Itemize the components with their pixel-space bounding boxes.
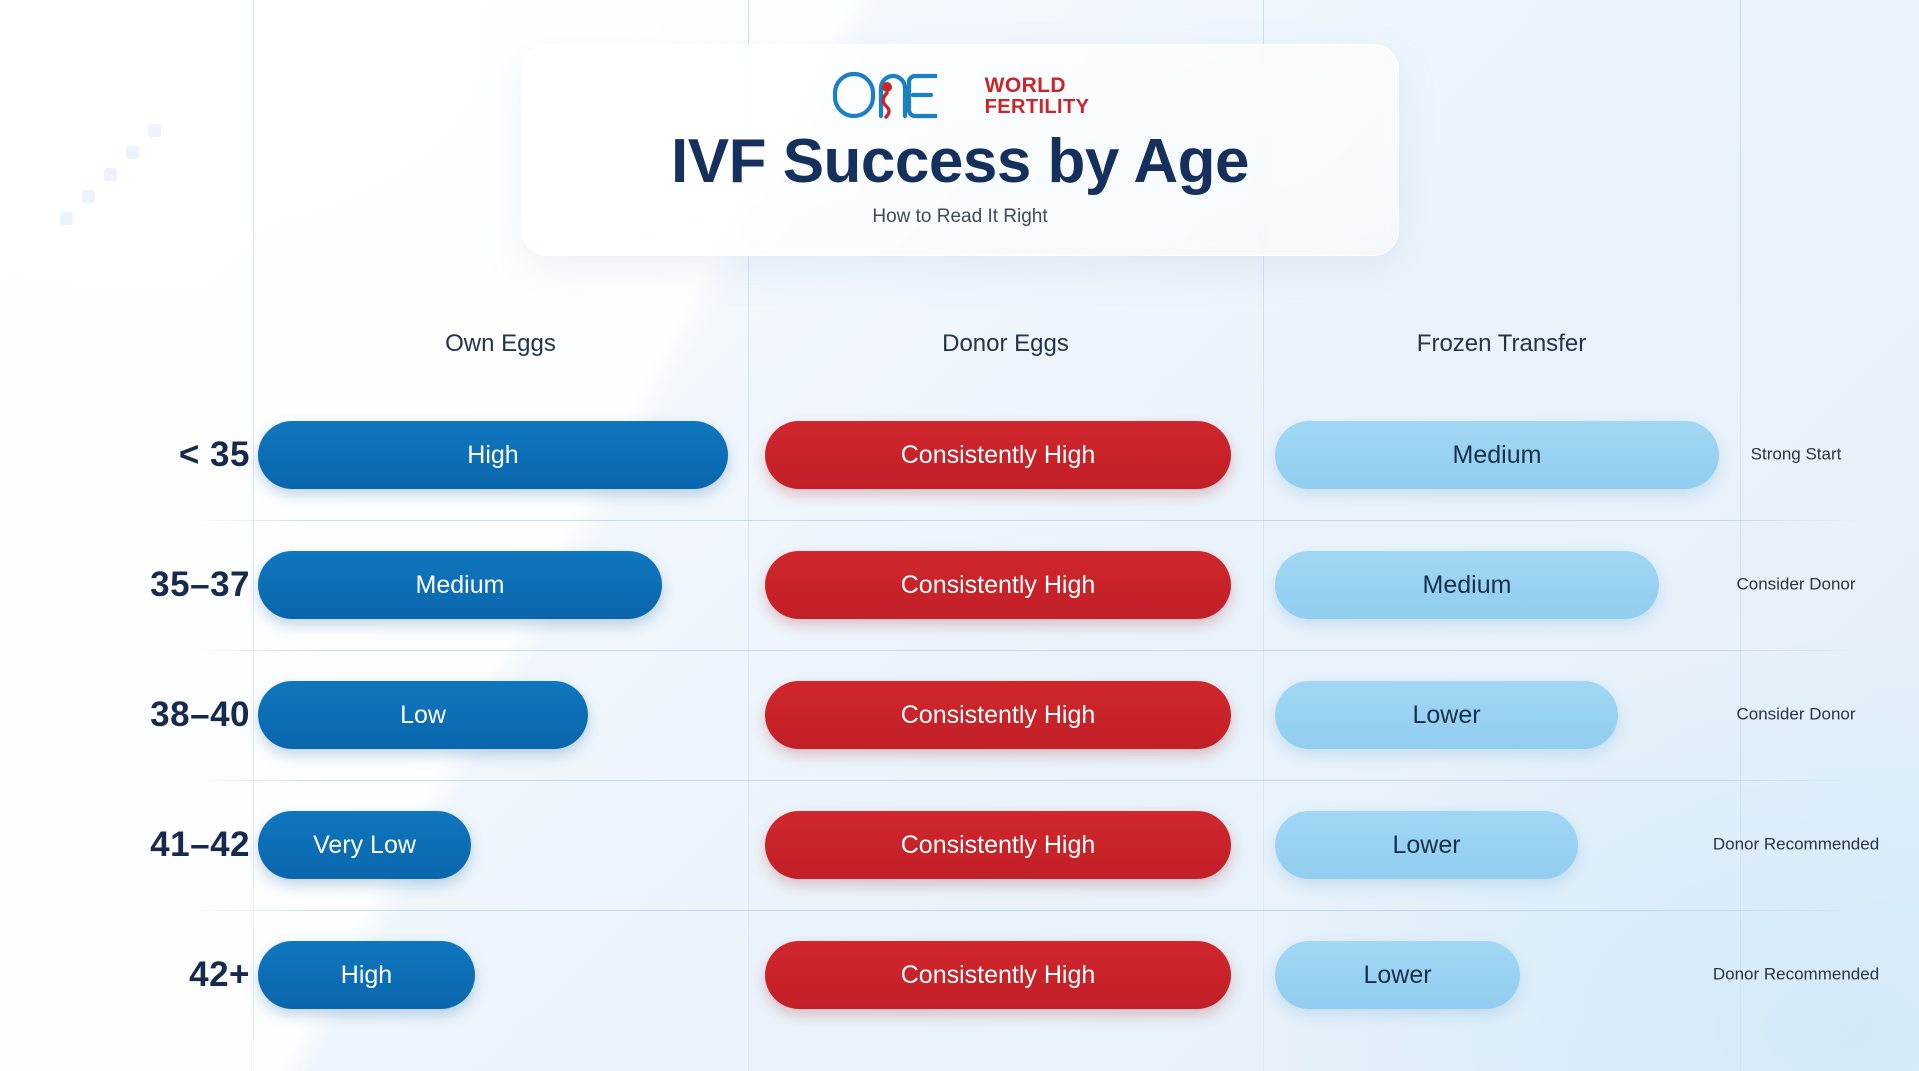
donor-eggs-pill[interactable]: Consistently High [765, 681, 1231, 749]
one-world-fertility-logo-icon [832, 71, 937, 119]
age-label: 42+ [189, 955, 250, 994]
table-row: 35–37 Medium Consistently High Medium Co… [0, 520, 1919, 650]
table-row: 38–40 Low Consistently High Lower Consid… [0, 650, 1919, 780]
own-eggs-pill[interactable]: Very Low [258, 811, 471, 879]
column-rule-mid [748, 0, 749, 1071]
page-subtitle: How to Read It Right [872, 205, 1048, 227]
own-eggs-pill[interactable]: High [258, 941, 475, 1009]
brand-line-1: WORLD [984, 74, 1066, 98]
brand-wordmark: WORLD FERTILITY [985, 75, 1090, 117]
row-divider [190, 520, 1859, 521]
own-eggs-pill[interactable]: Medium [258, 551, 662, 619]
age-label: < 35 [178, 435, 250, 474]
donor-eggs-pill[interactable]: Consistently High [765, 941, 1231, 1009]
age-label: 38–40 [150, 695, 250, 734]
row-note: Consider Donor [1736, 574, 1856, 594]
row-note: Donor Recommended [1712, 834, 1880, 854]
frozen-transfer-pill[interactable]: Medium [1275, 421, 1719, 489]
column-rule-right [1263, 0, 1264, 1071]
frozen-transfer-pill[interactable]: Lower [1275, 681, 1618, 749]
table-row: 42+ High Consistently High Lower Donor R… [0, 910, 1919, 1040]
frozen-transfer-pill[interactable]: Lower [1275, 811, 1578, 879]
row-note: Strong Start [1750, 444, 1842, 464]
age-label: 35–37 [150, 565, 250, 604]
age-label: 41–42 [150, 825, 250, 864]
row-note: Donor Recommended [1712, 964, 1880, 984]
row-divider [190, 910, 1859, 911]
column-header-frozen-transfer: Frozen Transfer [1416, 330, 1587, 357]
column-rule-left [253, 0, 254, 1071]
own-eggs-pill[interactable]: High [258, 421, 728, 489]
header-card: WORLD FERTILITY IVF Success by Age How t… [521, 44, 1399, 256]
column-header-own-eggs: Own Eggs [445, 330, 556, 357]
brand-logo: WORLD FERTILITY [522, 63, 1398, 125]
table-row: 41–42 Very Low Consistently High Lower D… [0, 780, 1919, 910]
column-rule-notes [1740, 0, 1741, 1071]
donor-eggs-pill[interactable]: Consistently High [765, 811, 1231, 879]
donor-eggs-pill[interactable]: Consistently High [765, 551, 1231, 619]
frozen-transfer-pill[interactable]: Lower [1275, 941, 1520, 1009]
row-note: Consider Donor [1736, 704, 1856, 724]
row-divider [190, 650, 1859, 651]
frozen-transfer-pill[interactable]: Medium [1275, 551, 1659, 619]
donor-eggs-pill[interactable]: Consistently High [765, 421, 1231, 489]
column-header-donor-eggs: Donor Eggs [942, 330, 1069, 357]
page-title: IVF Success by Age [671, 127, 1249, 196]
own-eggs-pill[interactable]: Low [258, 681, 588, 749]
brand-line-2: FERTILITY [984, 95, 1090, 118]
table-row: < 35 High Consistently High Medium Stron… [0, 390, 1919, 520]
row-divider [190, 780, 1859, 781]
